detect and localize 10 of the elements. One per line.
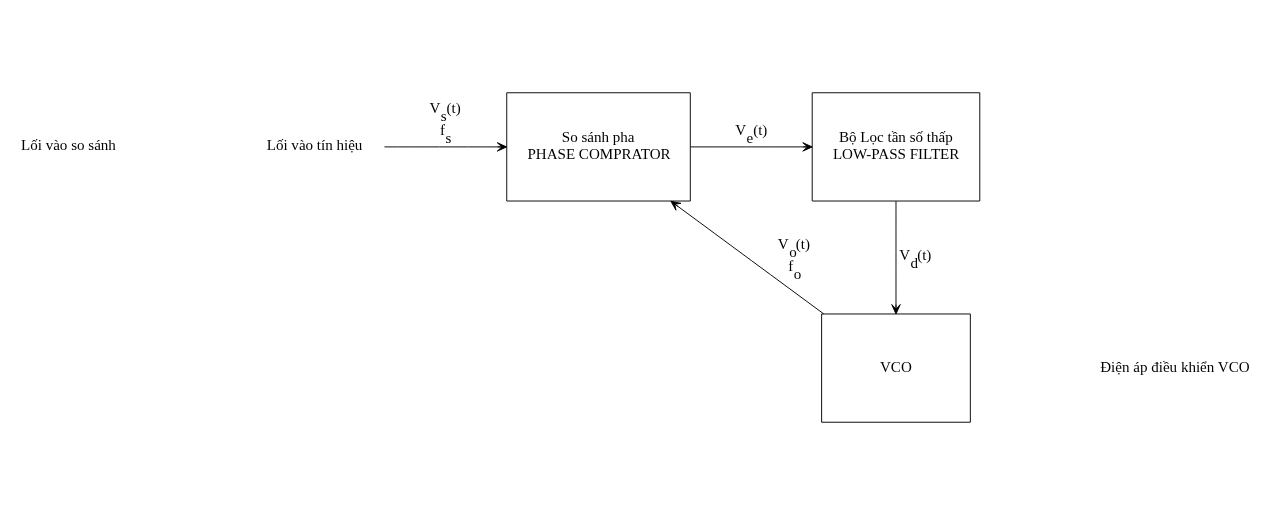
node-box: Bộ Lọc tần số thấp LOW-PASS FILTER	[811, 91, 981, 201]
arrow	[690, 141, 813, 152]
arrow	[891, 200, 901, 314]
node-box: VCO	[821, 313, 971, 423]
node-box: So sánh pha PHASE COMPRATOR	[506, 91, 691, 201]
arrow	[384, 141, 508, 152]
arrow	[670, 200, 825, 314]
label: Lối vào so sánh	[21, 136, 116, 153]
label: Điện áp điều khiển VCO	[1100, 358, 1250, 375]
node-text: Lối vào tín hiệu	[266, 136, 363, 153]
